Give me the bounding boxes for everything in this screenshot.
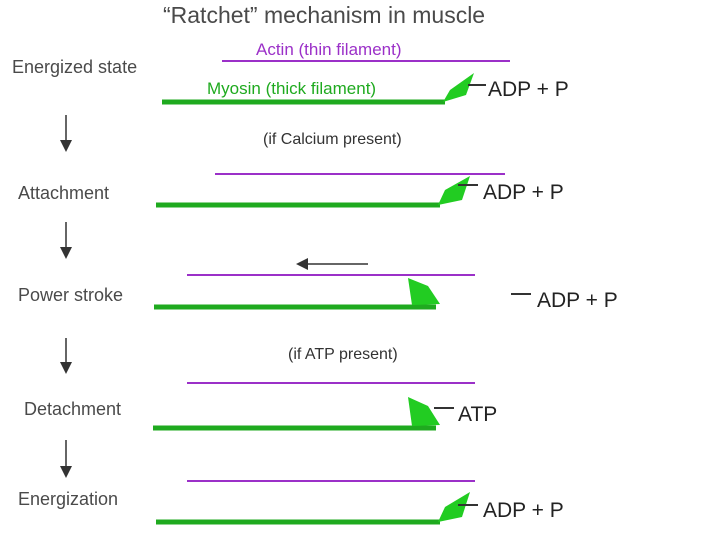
actin-label: Actin (thin filament) — [256, 40, 402, 59]
product-energization: ADP + P — [483, 499, 564, 522]
product-power-stroke: ADP + P — [537, 289, 618, 312]
state-energized: Energized state — [12, 57, 138, 77]
diagram-title: “Ratchet” mechanism in muscle — [163, 2, 486, 28]
myosin-head — [443, 73, 474, 102]
myosin-label: Myosin (thick filament) — [207, 79, 377, 98]
product-detachment: ATP — [458, 403, 498, 426]
state-energization: Energization — [18, 489, 119, 509]
state-detachment: Detachment — [24, 399, 122, 419]
myosin-head — [408, 397, 440, 426]
condition-atp: (if ATP present) — [288, 346, 398, 363]
product-energized: ADP + P — [488, 78, 569, 101]
condition-calcium: (if Calcium present) — [263, 131, 402, 148]
state-power-stroke: Power stroke — [18, 285, 124, 305]
product-attachment: ADP + P — [483, 181, 564, 204]
myosin-head — [438, 492, 470, 522]
myosin-head — [438, 176, 470, 205]
state-attachment: Attachment — [18, 183, 110, 203]
myosin-head — [408, 278, 440, 305]
